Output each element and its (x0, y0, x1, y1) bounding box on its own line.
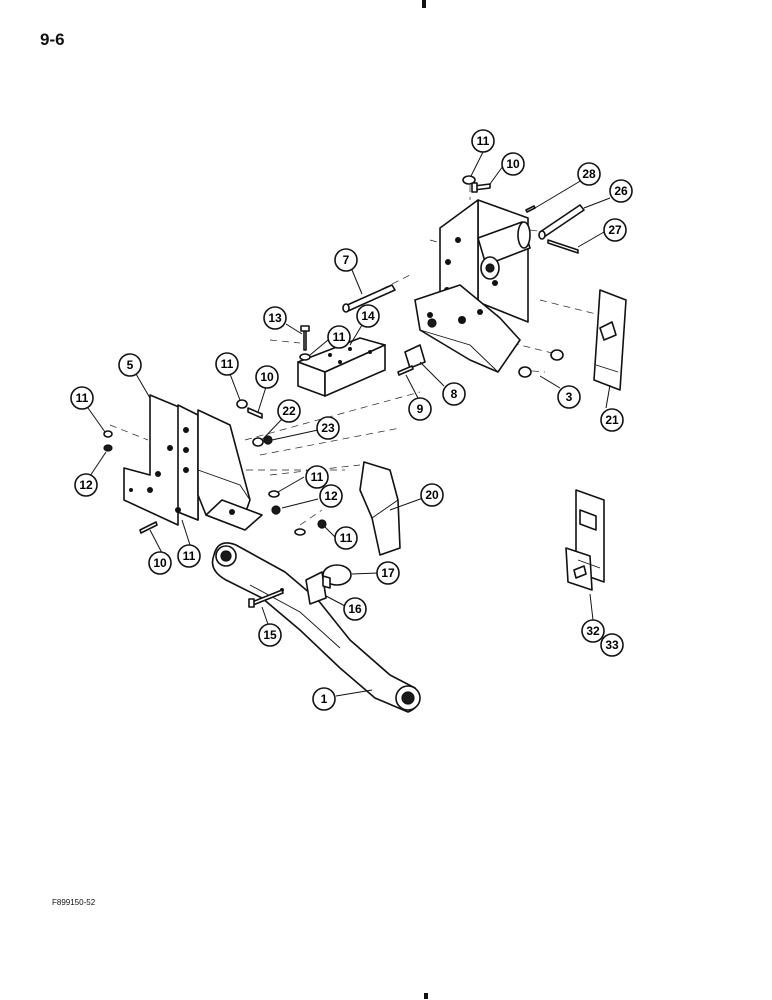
part-15-bolt (248, 589, 284, 608)
callout-11-lower-center: 11 (334, 526, 358, 550)
callout-10-mid: 10 (255, 365, 279, 389)
callout-11-top: 11 (471, 129, 495, 153)
svg-text:11: 11 (76, 391, 89, 405)
part-10-bolt-lower-left (139, 521, 158, 534)
part-16-plate (305, 571, 327, 605)
svg-text:22: 22 (282, 404, 296, 418)
callout-1: 1 (312, 687, 336, 711)
svg-text:3: 3 (566, 390, 573, 404)
svg-text:26: 26 (614, 184, 628, 198)
callout-14: 14 (356, 304, 380, 328)
svg-text:11: 11 (221, 357, 234, 371)
part-26-pin (538, 204, 585, 240)
part-21-plate (593, 289, 627, 391)
svg-text:8: 8 (451, 387, 458, 401)
part-3-bushings (518, 349, 564, 378)
svg-text:11: 11 (183, 549, 196, 563)
callout-12-left: 12 (74, 473, 98, 497)
callout-16: 16 (343, 597, 367, 621)
svg-text:27: 27 (608, 223, 622, 237)
svg-text:33: 33 (605, 638, 619, 652)
part-1-lift-arm (211, 542, 421, 713)
callout-22: 22 (277, 399, 301, 423)
callout-33: 33 (600, 633, 624, 657)
callout-11-upper-mid: 11 (327, 325, 351, 349)
callout-11-mid: 11 (215, 352, 239, 376)
callout-13: 13 (263, 306, 287, 330)
svg-text:11: 11 (477, 134, 490, 148)
callout-27: 27 (603, 218, 627, 242)
svg-text:1: 1 (321, 692, 328, 706)
svg-text:11: 11 (311, 470, 324, 484)
svg-text:15: 15 (263, 628, 277, 642)
page-number: 9-6 (40, 30, 65, 49)
callout-3: 3 (557, 385, 581, 409)
callout-32: 32 (581, 619, 605, 643)
part-22-washer (252, 437, 264, 447)
part-7-pin (342, 284, 396, 313)
callout-10-top: 10 (501, 152, 525, 176)
upper-right-bracket-assembly (414, 199, 531, 373)
part-32-33-wear-pad (565, 489, 605, 591)
svg-text:14: 14 (361, 309, 375, 323)
svg-text:10: 10 (153, 556, 167, 570)
callout-11-center: 11 (305, 465, 329, 489)
middle-hardware-11-12 (268, 490, 327, 536)
svg-text:16: 16 (348, 602, 362, 616)
svg-text:10: 10 (506, 157, 520, 171)
part-11-washer-far-left (103, 430, 113, 438)
part-13-bolt (299, 325, 311, 361)
callout-11-lower-left: 11 (177, 544, 201, 568)
callout-21: 21 (600, 408, 624, 432)
svg-text:13: 13 (268, 311, 282, 325)
svg-text:10: 10 (260, 370, 274, 384)
part-28-pin (525, 205, 536, 213)
callout-10-lower-left: 10 (148, 551, 172, 575)
svg-text:17: 17 (381, 566, 395, 580)
svg-text:11: 11 (340, 531, 353, 545)
svg-text:20: 20 (425, 488, 439, 502)
part-27-bolt (547, 239, 579, 254)
callout-12-center: 12 (319, 484, 343, 508)
part-20-plate (359, 461, 401, 556)
callout-9: 9 (408, 397, 432, 421)
part-11-washer-left (236, 399, 248, 409)
callout-7: 7 (334, 248, 358, 272)
part-10-bolt-top (471, 182, 491, 193)
svg-text:32: 32 (586, 624, 600, 638)
registration-mark (422, 0, 426, 8)
lower-left-bracket-structure (197, 409, 263, 531)
svg-text:21: 21 (605, 413, 619, 427)
callout-8: 8 (442, 382, 466, 406)
svg-text:7: 7 (343, 253, 350, 267)
part-10-bolt-left (247, 407, 263, 419)
callout-28: 28 (577, 162, 601, 186)
callout-leaders (87, 151, 611, 697)
part-12-nut-far-left (103, 444, 113, 452)
svg-text:5: 5 (127, 358, 134, 372)
part-11-washer-top (462, 175, 476, 185)
part-9-bolt (397, 365, 414, 376)
svg-text:23: 23 (321, 421, 335, 435)
registration-mark-bottom (424, 993, 428, 999)
callout-11-left: 11 (70, 386, 94, 410)
callout-23: 23 (316, 416, 340, 440)
callout-15: 15 (258, 623, 282, 647)
svg-text:9: 9 (417, 402, 424, 416)
part-17-disc (322, 564, 352, 589)
svg-text:12: 12 (324, 489, 338, 503)
svg-text:11: 11 (333, 330, 346, 344)
callout-5: 5 (118, 353, 142, 377)
callout-20: 20 (420, 483, 444, 507)
callout-17: 17 (376, 561, 400, 585)
svg-text:12: 12 (79, 478, 93, 492)
svg-text:28: 28 (582, 167, 596, 181)
figure-code: F899150-52 (52, 898, 96, 907)
callout-26: 26 (609, 179, 633, 203)
part-5-main-plate (123, 394, 199, 526)
